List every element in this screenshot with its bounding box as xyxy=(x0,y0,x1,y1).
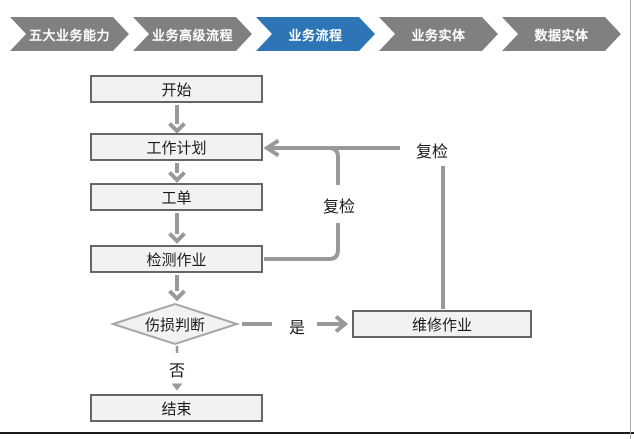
edge-label-no: 否 xyxy=(164,357,190,381)
node-work-order: 工单 xyxy=(90,183,263,211)
tab-data-entity[interactable]: 数据实体 xyxy=(502,17,621,51)
node-repair-job: 维修作业 xyxy=(352,310,532,338)
edge-label-yes: 是 xyxy=(284,314,310,338)
tab-label: 五大业务能力 xyxy=(28,27,110,43)
tab-label: 业务流程 xyxy=(288,27,343,43)
tab-business-entity[interactable]: 业务实体 xyxy=(379,17,498,51)
edge-label-recheck-repair: 复检 xyxy=(408,138,456,162)
node-damage-decision: 伤损判断 xyxy=(144,316,205,334)
page-right-border xyxy=(630,0,631,439)
arrowhead-left-icon xyxy=(263,138,280,158)
tab-label: 数据实体 xyxy=(534,27,589,43)
arrowhead-down-icon xyxy=(168,122,186,134)
recheck-loop-upper xyxy=(328,146,340,185)
arrowhead-down-icon xyxy=(168,289,186,302)
arrowhead-right-icon xyxy=(334,314,349,334)
arrowhead-small-down-icon xyxy=(171,383,183,391)
node-start: 开始 xyxy=(90,75,263,103)
recheck-loop-lower xyxy=(264,223,340,261)
tab-business-highlevel-process[interactable]: 业务高级流程 xyxy=(133,17,252,51)
tab-business-process-active[interactable]: 业务流程 xyxy=(256,17,375,51)
page-bottom-border xyxy=(0,432,634,434)
arrowhead-down-icon xyxy=(168,232,186,244)
breadcrumb: 五大业务能力 业务高级流程 业务流程 业务实体 数据实体 xyxy=(10,17,621,51)
tab-label: 业务实体 xyxy=(411,27,466,43)
tab-five-business-capabilities[interactable]: 五大业务能力 xyxy=(10,17,129,51)
node-inspection-job: 检测作业 xyxy=(90,245,263,273)
edge-label-recheck-loop: 复检 xyxy=(315,193,363,217)
node-work-plan: 工作计划 xyxy=(90,133,263,161)
tab-label: 业务高级流程 xyxy=(151,27,233,43)
arrowhead-down-icon xyxy=(168,171,186,183)
node-end: 结束 xyxy=(90,394,263,422)
